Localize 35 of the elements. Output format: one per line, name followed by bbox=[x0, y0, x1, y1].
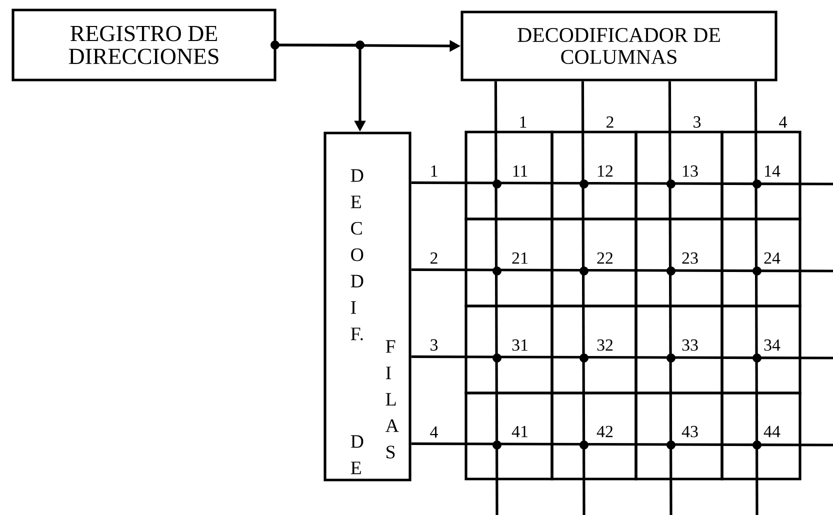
memory-cell: 44 bbox=[720, 392, 802, 480]
memory-cell: 31 bbox=[464, 304, 554, 394]
edge-label: 2 bbox=[428, 251, 440, 265]
memory-cell: 13 bbox=[634, 130, 724, 220]
bit-line bbox=[411, 355, 833, 360]
register-box: REGISTRO DE DIRECCIONES bbox=[12, 8, 276, 82]
bit-line bbox=[411, 181, 833, 186]
memory-cell: 42 bbox=[550, 392, 638, 480]
bit-line bbox=[581, 81, 586, 515]
memory-cell: 24 bbox=[720, 218, 802, 308]
edge-label: 1 bbox=[518, 115, 528, 129]
bit-line bbox=[754, 81, 758, 515]
memory-cell: 43 bbox=[634, 392, 724, 480]
bit-line bbox=[668, 81, 672, 515]
memory-cell: 12 bbox=[550, 130, 638, 220]
memory-cell: 11 bbox=[464, 130, 554, 220]
bit-line bbox=[411, 442, 833, 446]
edge-label: 3 bbox=[428, 338, 440, 352]
memory-cell: 23 bbox=[634, 218, 724, 308]
edge-label: 3 bbox=[692, 115, 702, 129]
edge-label: 4 bbox=[428, 425, 440, 439]
memory-cell: 34 bbox=[720, 304, 802, 394]
decoder-box: DECODIFICADOR DE COLUMNAS bbox=[460, 10, 778, 82]
memory-cell: 41 bbox=[464, 392, 554, 480]
memory-cell: 14 bbox=[720, 130, 802, 220]
memory-cell: 33 bbox=[634, 304, 724, 394]
memory-cell: 21 bbox=[464, 218, 554, 308]
bit-line bbox=[411, 268, 833, 272]
memory-cell: 22 bbox=[550, 218, 638, 308]
bit-line bbox=[494, 81, 498, 515]
memory-cell: 32 bbox=[550, 304, 638, 394]
edge-label: 1 bbox=[428, 164, 440, 178]
edge-label: 2 bbox=[604, 115, 616, 129]
decoder-box: DECODIF. DE FILAS bbox=[324, 132, 412, 482]
edge-label: 4 bbox=[778, 115, 788, 129]
